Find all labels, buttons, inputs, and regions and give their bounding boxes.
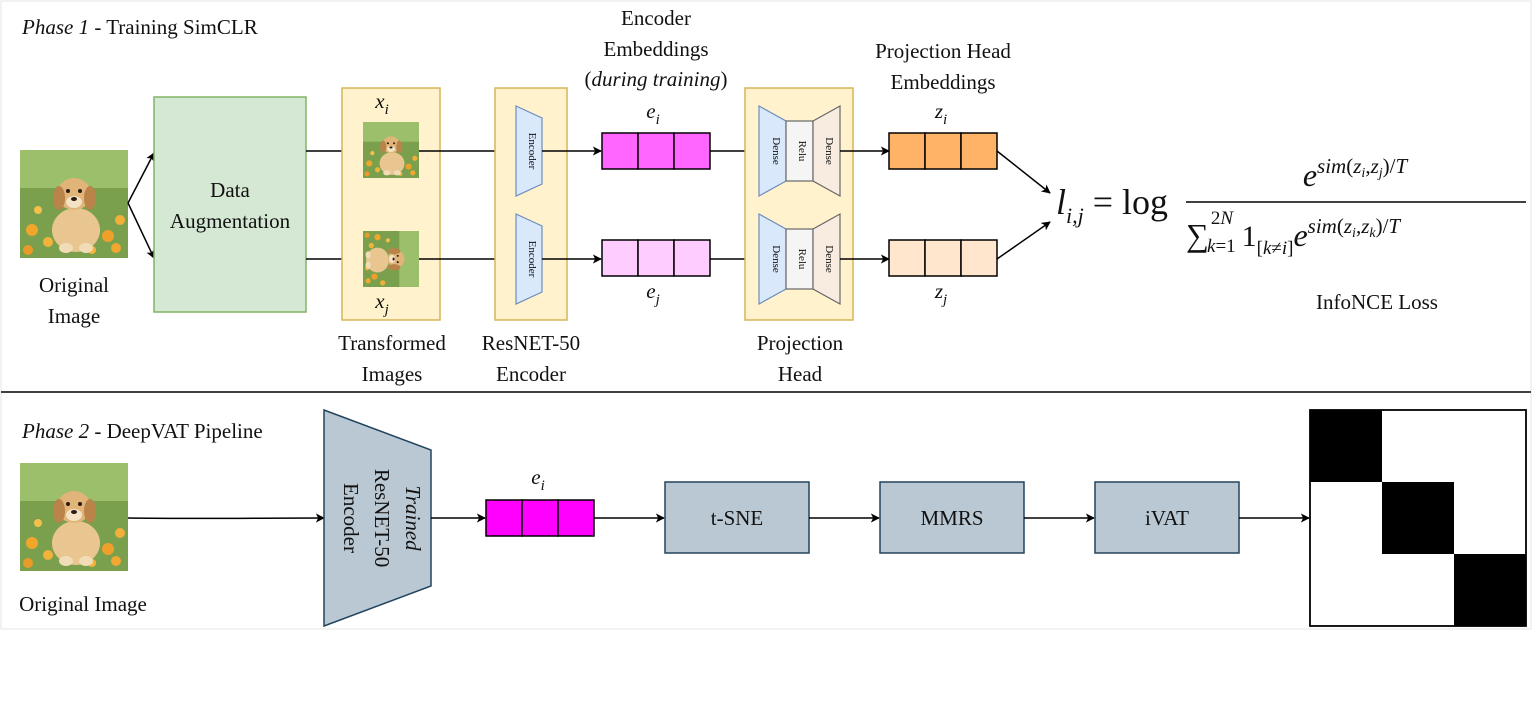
- resnet-label-1: ResNET-50: [482, 331, 580, 355]
- transformed-label-2: Images: [362, 362, 423, 386]
- projection-emb-label-2: Embeddings: [891, 70, 996, 94]
- ivat-box: [1094, 481, 1240, 554]
- during-training-label: (during training): [585, 67, 728, 91]
- ei-label: ei: [646, 99, 660, 128]
- arrow-zj-to-loss: [996, 221, 1051, 260]
- embedding-zi: [888, 132, 998, 170]
- arrow-zi-to-loss: [996, 150, 1051, 194]
- transformed-image-xj: [363, 231, 419, 287]
- original-image-label-2: Image: [48, 304, 100, 328]
- encoder-block-top-label: Encoder: [526, 133, 538, 170]
- trained-encoder-block: [323, 408, 432, 628]
- data-augmentation-box: [153, 96, 307, 313]
- zi-label: zi: [934, 99, 947, 128]
- mmrs-label: MMRS: [920, 506, 983, 530]
- encoder-block-bottom: [515, 213, 543, 305]
- zj-label: zj: [934, 279, 947, 308]
- encoder-emb-label-2: Embeddings: [604, 37, 709, 61]
- embedding-ei: [601, 132, 711, 170]
- ej-label: ej: [646, 279, 660, 308]
- trained-encoder-label-3: Encoder: [339, 483, 363, 553]
- arrow-image-to-aug-top: [127, 152, 155, 204]
- ei-label-phase2: ei: [531, 465, 545, 494]
- projection-head-label-2: Head: [778, 362, 823, 386]
- figure-border: [0, 0, 1532, 630]
- encoder-emb-label-1: Encoder: [621, 6, 691, 30]
- relu-top-label: Relu: [796, 141, 808, 162]
- embedding-ej: [601, 239, 711, 277]
- relu-bottom-label: Relu: [796, 249, 808, 270]
- dense-top-out: [812, 104, 841, 198]
- transformed-image-xi: [363, 122, 419, 178]
- dense-top-out-label: Dense: [823, 137, 835, 165]
- original-image-label-phase2: Original Image: [19, 592, 147, 616]
- xj-label: xj: [374, 289, 389, 318]
- arrow-image-to-aug-bottom: [127, 202, 155, 259]
- relu-top: [785, 120, 814, 182]
- embedding-zj: [888, 239, 998, 277]
- original-image-phase1: [20, 150, 128, 258]
- dense-bottom-out: [812, 212, 841, 306]
- dense-top-in-label: Dense: [770, 137, 782, 165]
- tsne-label: t-SNE: [711, 506, 764, 530]
- projection-head-label-1: Projection: [757, 331, 844, 355]
- projection-emb-label-1: Projection Head: [875, 39, 1011, 63]
- dense-bottom-out-label: Dense: [823, 245, 835, 273]
- formula-lhs: li,j = log: [1056, 182, 1168, 228]
- augmentation-label-1: Data: [210, 178, 250, 202]
- trained-encoder-label-2: ResNET-50: [370, 469, 394, 567]
- original-image-label-1: Original: [39, 273, 109, 297]
- infonce-caption: InfoNCE Loss: [1316, 290, 1438, 314]
- resnet-label-2: Encoder: [496, 362, 566, 386]
- formula-numerator: esim(zi,zj)/T: [1303, 154, 1409, 193]
- augmentation-label-2: Augmentation: [170, 209, 291, 233]
- ivat-label: iVAT: [1145, 506, 1189, 530]
- encoder-block-bottom-label: Encoder: [526, 241, 538, 278]
- xi-label: xi: [374, 89, 389, 118]
- encoder-block-top: [515, 105, 543, 197]
- ivat-output-image: [1309, 409, 1527, 627]
- dense-bottom-in-label: Dense: [770, 245, 782, 273]
- mmrs-box: [879, 481, 1025, 554]
- tsne-box: [664, 481, 810, 554]
- transformed-label-1: Transformed: [338, 331, 446, 355]
- phase1-title: Phase 1 - Training SimCLR: [21, 15, 258, 39]
- trained-encoder-labels: Trained ResNET-50 Encoder: [339, 469, 425, 567]
- phase2-title: Phase 2 - DeepVAT Pipeline: [21, 419, 263, 443]
- original-image-phase2: [20, 463, 128, 571]
- trained-encoder-label-1: Trained: [401, 485, 425, 551]
- embedding-ei-phase2: [485, 499, 595, 537]
